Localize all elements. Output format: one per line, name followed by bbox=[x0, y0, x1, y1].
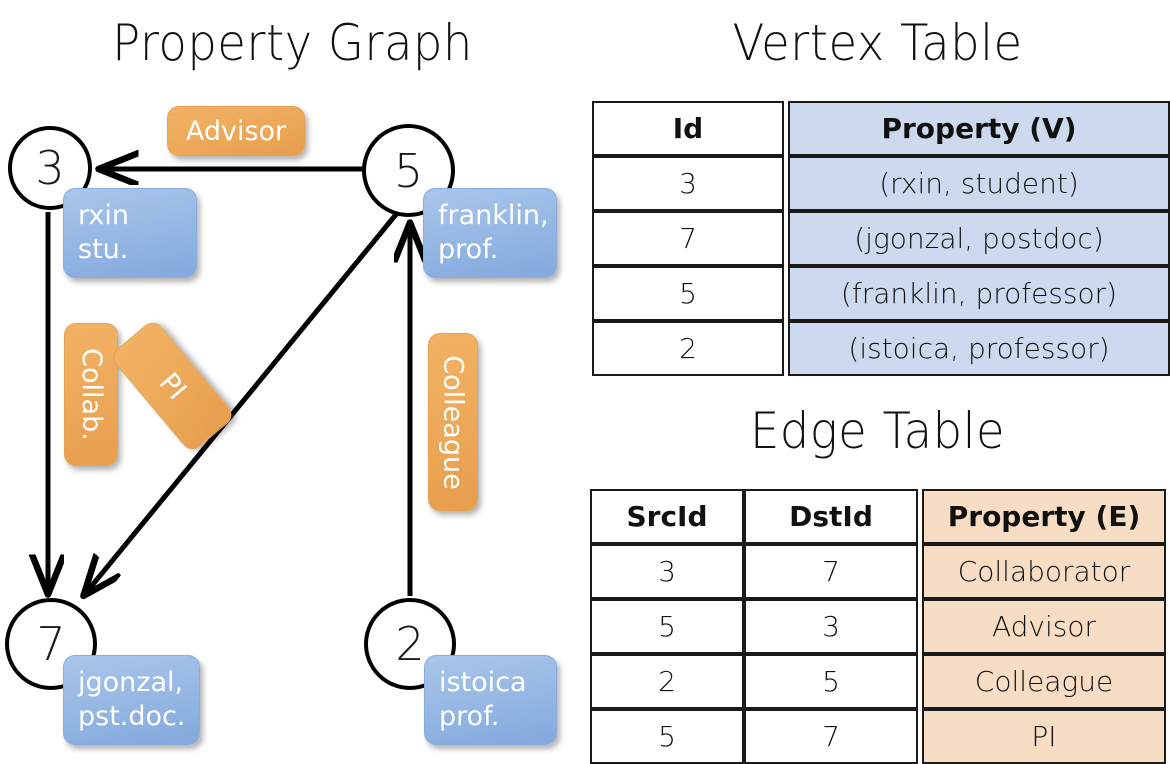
edge-property-box-advisor: Advisor bbox=[167, 106, 305, 156]
graph-edges-svg bbox=[0, 0, 585, 760]
vertex-property-line-2: pst.doc. bbox=[78, 701, 186, 732]
table-header-row: SrcId DstId Property (E) bbox=[590, 489, 1166, 544]
vertex-property-line-2: prof. bbox=[439, 701, 500, 732]
vertex-property-line-1: istoica bbox=[439, 667, 527, 698]
edge-label-collab: Collab. bbox=[75, 348, 107, 441]
vertex-table-cell-id: 2 bbox=[592, 321, 784, 376]
vertex-table-cell-id: 3 bbox=[592, 156, 784, 211]
property-graph-panel: Property Graph 3 5 7 2 rxin stu. frankli… bbox=[0, 0, 585, 760]
edge-property-box-collab: Collab. bbox=[64, 323, 118, 466]
edge-table-cell-srcid: 3 bbox=[590, 544, 744, 599]
edge-table-cell-srcid: 5 bbox=[590, 599, 744, 654]
edge-table-cell-property: Advisor bbox=[922, 599, 1166, 654]
edge-table: SrcId DstId Property (E) 3 7 Collaborato… bbox=[590, 489, 1166, 764]
edge-property-box-colleague: Colleague bbox=[428, 333, 478, 511]
vertex-table-header-property: Property (V) bbox=[788, 101, 1170, 156]
table-row: 2 (istoica, professor) bbox=[592, 321, 1170, 376]
vertex-id-label: 3 bbox=[35, 141, 65, 195]
vertex-table-cell-property: (istoica, professor) bbox=[788, 321, 1170, 376]
table-header-row: Id Property (V) bbox=[592, 101, 1170, 156]
edge-table-cell-dstid: 7 bbox=[744, 709, 918, 764]
edge-table-cell-property: PI bbox=[922, 709, 1166, 764]
vertex-table-cell-property: (rxin, student) bbox=[788, 156, 1170, 211]
table-row: 5 3 Advisor bbox=[590, 599, 1166, 654]
edge-5-to-7 bbox=[85, 210, 400, 594]
vertex-table-cell-id: 5 bbox=[592, 266, 784, 321]
vertex-table-cell-id: 7 bbox=[592, 211, 784, 266]
edge-label-colleague: Colleague bbox=[437, 354, 469, 490]
vertex-id-label: 5 bbox=[393, 143, 424, 198]
vertex-table-header-id: Id bbox=[592, 101, 784, 156]
vertex-property-line-2: stu. bbox=[78, 234, 129, 265]
edge-label-pi: PI bbox=[152, 366, 193, 406]
page-title-vertex-table: Vertex Table bbox=[732, 14, 1023, 72]
table-row: 7 (jgonzal, postdoc) bbox=[592, 211, 1170, 266]
table-row: 2 5 Colleague bbox=[590, 654, 1166, 709]
table-row: 3 7 Collaborator bbox=[590, 544, 1166, 599]
vertex-property-line-1: rxin bbox=[78, 200, 129, 231]
vertex-property-box-7: jgonzal, pst.doc. bbox=[63, 655, 200, 745]
edge-label-advisor: Advisor bbox=[185, 115, 287, 147]
edge-table-header-property: Property (E) bbox=[922, 489, 1166, 544]
vertex-property-line-1: jgonzal, bbox=[78, 667, 184, 698]
edge-table-header-srcid: SrcId bbox=[590, 489, 744, 544]
edge-table-cell-dstid: 7 bbox=[744, 544, 918, 599]
edge-table-cell-dstid: 5 bbox=[744, 654, 918, 709]
vertex-id-label: 2 bbox=[395, 617, 425, 671]
edge-table-cell-property: Colleague bbox=[922, 654, 1166, 709]
table-row: 5 7 PI bbox=[590, 709, 1166, 764]
page-title-property-graph: Property Graph bbox=[112, 14, 473, 72]
vertex-table: Id Property (V) 3 (rxin, student) 7 (jgo… bbox=[592, 101, 1170, 376]
edge-table-header-dstid: DstId bbox=[744, 489, 918, 544]
table-row: 3 (rxin, student) bbox=[592, 156, 1170, 211]
vertex-property-box-2: istoica prof. bbox=[424, 655, 557, 745]
edge-table-cell-dstid: 3 bbox=[744, 599, 918, 654]
vertex-node-2[interactable]: 2 bbox=[364, 598, 456, 690]
page-title-edge-table: Edge Table bbox=[749, 402, 1006, 460]
vertex-property-line-1: franklin, bbox=[438, 200, 549, 231]
vertex-table-cell-property: (franklin, professor) bbox=[788, 266, 1170, 321]
edge-table-cell-property: Collaborator bbox=[922, 544, 1166, 599]
vertex-property-box-3: rxin stu. bbox=[63, 188, 197, 278]
vertex-node-5[interactable]: 5 bbox=[362, 124, 455, 217]
edge-table-cell-srcid: 2 bbox=[590, 654, 744, 709]
edge-table-cell-srcid: 5 bbox=[590, 709, 744, 764]
vertex-table-cell-property: (jgonzal, postdoc) bbox=[788, 211, 1170, 266]
vertex-id-label: 7 bbox=[36, 617, 66, 671]
vertex-property-box-5: franklin, prof. bbox=[423, 188, 557, 278]
vertex-property-line-2: prof. bbox=[438, 234, 499, 265]
table-row: 5 (franklin, professor) bbox=[592, 266, 1170, 321]
